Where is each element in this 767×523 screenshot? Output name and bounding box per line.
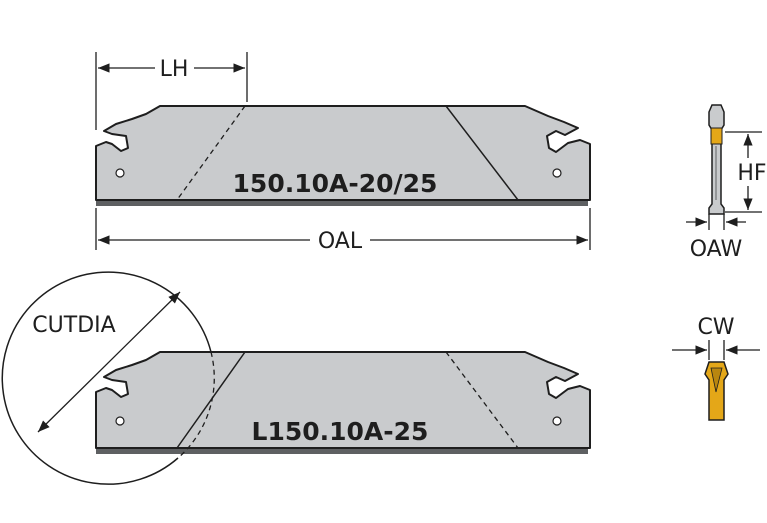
bottom-blade-dashed-edge	[445, 351, 519, 449]
bottom-blade-hole-left	[115, 416, 125, 426]
cutdia-label: CUTDIA	[32, 313, 115, 338]
bottom-blade-solid-edge	[176, 351, 246, 449]
hf-dimension: HF	[725, 131, 767, 213]
bottom-blade: L150.10A-25	[95, 351, 591, 454]
oal-dimension: OAL	[95, 208, 591, 254]
end-view-insert	[710, 127, 723, 145]
cutdia-dimension: CUTDIA	[1, 271, 215, 485]
insert-chipbreaker	[710, 367, 723, 393]
oaw-dimension: OAW	[686, 214, 746, 262]
insert-view	[704, 361, 729, 421]
top-blade-hole-left	[115, 168, 125, 178]
blade-end-view	[708, 104, 725, 215]
oal-label: OAL	[318, 229, 363, 254]
lh-label: LH	[160, 57, 189, 82]
cw-label: CW	[697, 315, 734, 340]
cw-dimension: CW	[672, 315, 760, 360]
bottom-blade-hole-right	[552, 416, 562, 426]
top-blade-hole-right	[552, 168, 562, 178]
oaw-label: OAW	[690, 237, 743, 262]
bottom-blade-designation: L150.10A-25	[252, 417, 429, 446]
top-blade-designation: 150.10A-20/25	[233, 169, 438, 198]
lh-dimension: LH	[95, 52, 248, 130]
hf-label: HF	[737, 161, 766, 186]
top-blade-dashed-edge	[176, 105, 246, 201]
cutdia-circle-hidden	[177, 351, 215, 459]
cutdia-circle-outer	[1, 271, 212, 485]
top-blade-solid-edge	[445, 105, 519, 201]
top-blade-body	[95, 105, 591, 201]
top-blade: 150.10A-20/25	[95, 105, 591, 206]
